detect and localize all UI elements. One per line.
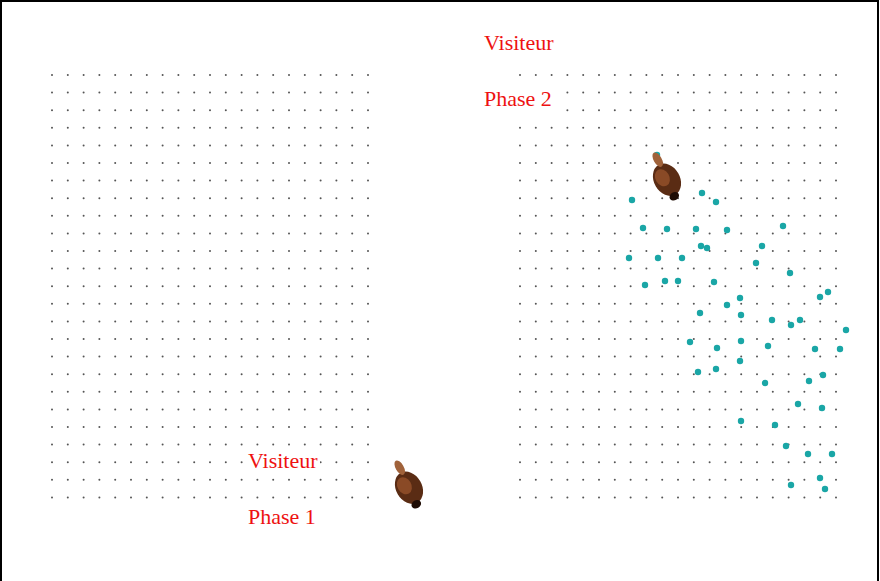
phase-label: Visiteur [246, 448, 320, 474]
dot-grid [51, 74, 837, 498]
phase-label: Phase 2 [482, 86, 554, 112]
visitor-figure [641, 147, 690, 205]
phase-label: Phase 1 [246, 504, 318, 530]
visitor-figure [383, 455, 432, 513]
phase-label: Visiteur [482, 30, 556, 56]
visitor-trace [626, 152, 849, 492]
